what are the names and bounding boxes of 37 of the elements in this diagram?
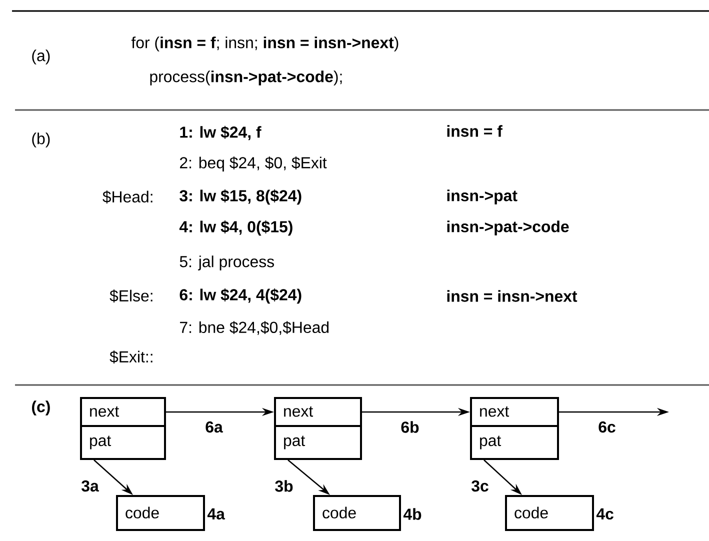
- comment: insn = insn->next: [447, 290, 578, 302]
- edge-label: 6a: [206, 421, 223, 433]
- comment: insn->pat->code: [447, 220, 569, 236]
- instruction: 7: bne $24,$0,$Head: [180, 321, 329, 335]
- instruction: 1: lw $24, f: [180, 126, 262, 140]
- edge-label: 6c: [598, 421, 616, 433]
- field-box: pat: [274, 425, 362, 460]
- panel-label: (b): [32, 132, 50, 148]
- field-box: next: [80, 397, 166, 427]
- edge-label: 3b: [275, 480, 293, 492]
- code-box: code: [116, 495, 205, 531]
- instruction: 5: jal process: [180, 256, 274, 270]
- field-box: pat: [80, 425, 166, 460]
- asm-label: $Exit::: [110, 350, 152, 364]
- code-box: code: [313, 495, 401, 531]
- panel-label: (a): [32, 50, 50, 64]
- field-box: pat: [470, 425, 559, 460]
- asm-label: $Head:: [102, 190, 152, 204]
- edge-label: 3c: [472, 480, 488, 492]
- panel-label: (c): [32, 400, 50, 416]
- code-line: for (insn = f; insn; insn = insn->next): [131, 36, 398, 52]
- field-box: next: [470, 397, 559, 427]
- instruction: 2: beq $24, $0, $Exit: [180, 156, 327, 172]
- edge-label: 6b: [401, 421, 419, 433]
- field-box: next: [274, 397, 362, 427]
- beside-label: 4b: [403, 508, 422, 520]
- asm-label: $Else:: [110, 290, 152, 302]
- edge-label: 3a: [82, 480, 99, 492]
- instruction: 4: lw $4, 0($15): [179, 220, 292, 236]
- instruction: 3: lw $15, 8($24): [180, 189, 302, 205]
- beside-label: 4a: [207, 508, 226, 520]
- comment: insn->pat: [447, 190, 518, 204]
- code-box: code: [505, 495, 594, 531]
- instruction: 6: lw $24, 4($24): [180, 288, 302, 304]
- beside-label: 4c: [596, 508, 614, 520]
- code-line: process(insn->pat->code);: [150, 70, 342, 86]
- comment: insn = f: [447, 125, 502, 137]
